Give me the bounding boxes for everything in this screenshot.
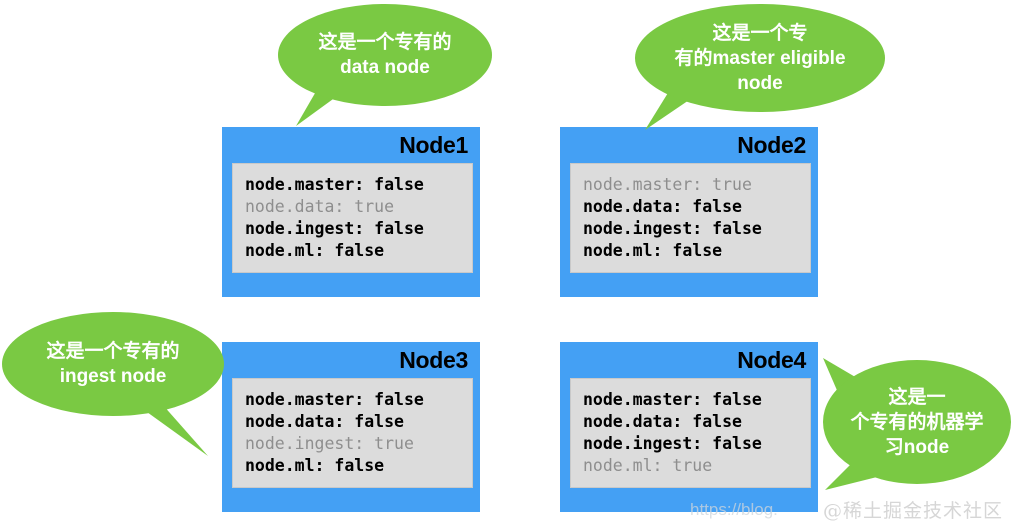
node-prop: node.ml: false bbox=[245, 241, 385, 261]
node-prop: node.ingest: false bbox=[583, 219, 762, 239]
node-prop: node.ingest: false bbox=[583, 434, 762, 454]
node-title-node2: Node2 bbox=[737, 132, 806, 158]
speech-bubble-master-eligible-node: 这是一个专 有的master eligible node bbox=[635, 4, 885, 132]
bubble-shape-icon bbox=[823, 358, 1011, 490]
node-prop: node.ml: true bbox=[583, 456, 713, 476]
node-props-node2: node.master: true node.data: false node.… bbox=[570, 163, 811, 274]
speech-bubble-data-node: 这是一个专有的 data node bbox=[278, 4, 492, 128]
node-card-node1: Node1 node.master: false node.data: true… bbox=[222, 127, 480, 297]
node-prop: node.ml: false bbox=[583, 241, 723, 261]
node-props-node3: node.master: false node.data: false node… bbox=[232, 378, 473, 489]
node-card-node2: Node2 node.master: true node.data: false… bbox=[560, 127, 818, 297]
node-prop: node.ingest: true bbox=[245, 434, 414, 454]
node-title-node4: Node4 bbox=[737, 347, 806, 373]
node-props-node1: node.master: false node.data: true node.… bbox=[232, 163, 473, 274]
node-card-node4: Node4 node.master: false node.data: fals… bbox=[560, 342, 818, 512]
node-prop: node.data: true bbox=[245, 197, 395, 217]
bubble-shape-icon bbox=[278, 4, 492, 126]
node-title-node3: Node3 bbox=[399, 347, 468, 373]
node-prop: node.data: false bbox=[583, 412, 742, 432]
node-card-node3: Node3 node.master: false node.data: fals… bbox=[222, 342, 480, 512]
node-prop: node.ingest: false bbox=[245, 219, 424, 239]
watermark-attribution: @稀土掘金技术社区 bbox=[822, 500, 1003, 522]
watermark-url: https://blog. bbox=[690, 500, 778, 519]
node-title-node1: Node1 bbox=[399, 132, 468, 158]
node-prop: node.master: false bbox=[583, 390, 762, 410]
bubble-shape-icon bbox=[635, 4, 885, 130]
node-prop: node.master: false bbox=[245, 390, 424, 410]
bubble-shape-icon bbox=[2, 312, 224, 456]
node-prop: node.ml: false bbox=[245, 456, 385, 476]
node-prop: node.data: false bbox=[583, 197, 742, 217]
node-props-node4: node.master: false node.data: false node… bbox=[570, 378, 811, 489]
node-prop: node.master: true bbox=[583, 175, 752, 195]
speech-bubble-ml-node: 这是一 个专有的机器学 习node bbox=[823, 356, 1011, 492]
speech-bubble-ingest-node: 这是一个专有的 ingest node bbox=[2, 312, 224, 458]
node-prop: node.master: false bbox=[245, 175, 424, 195]
node-prop: node.data: false bbox=[245, 412, 404, 432]
